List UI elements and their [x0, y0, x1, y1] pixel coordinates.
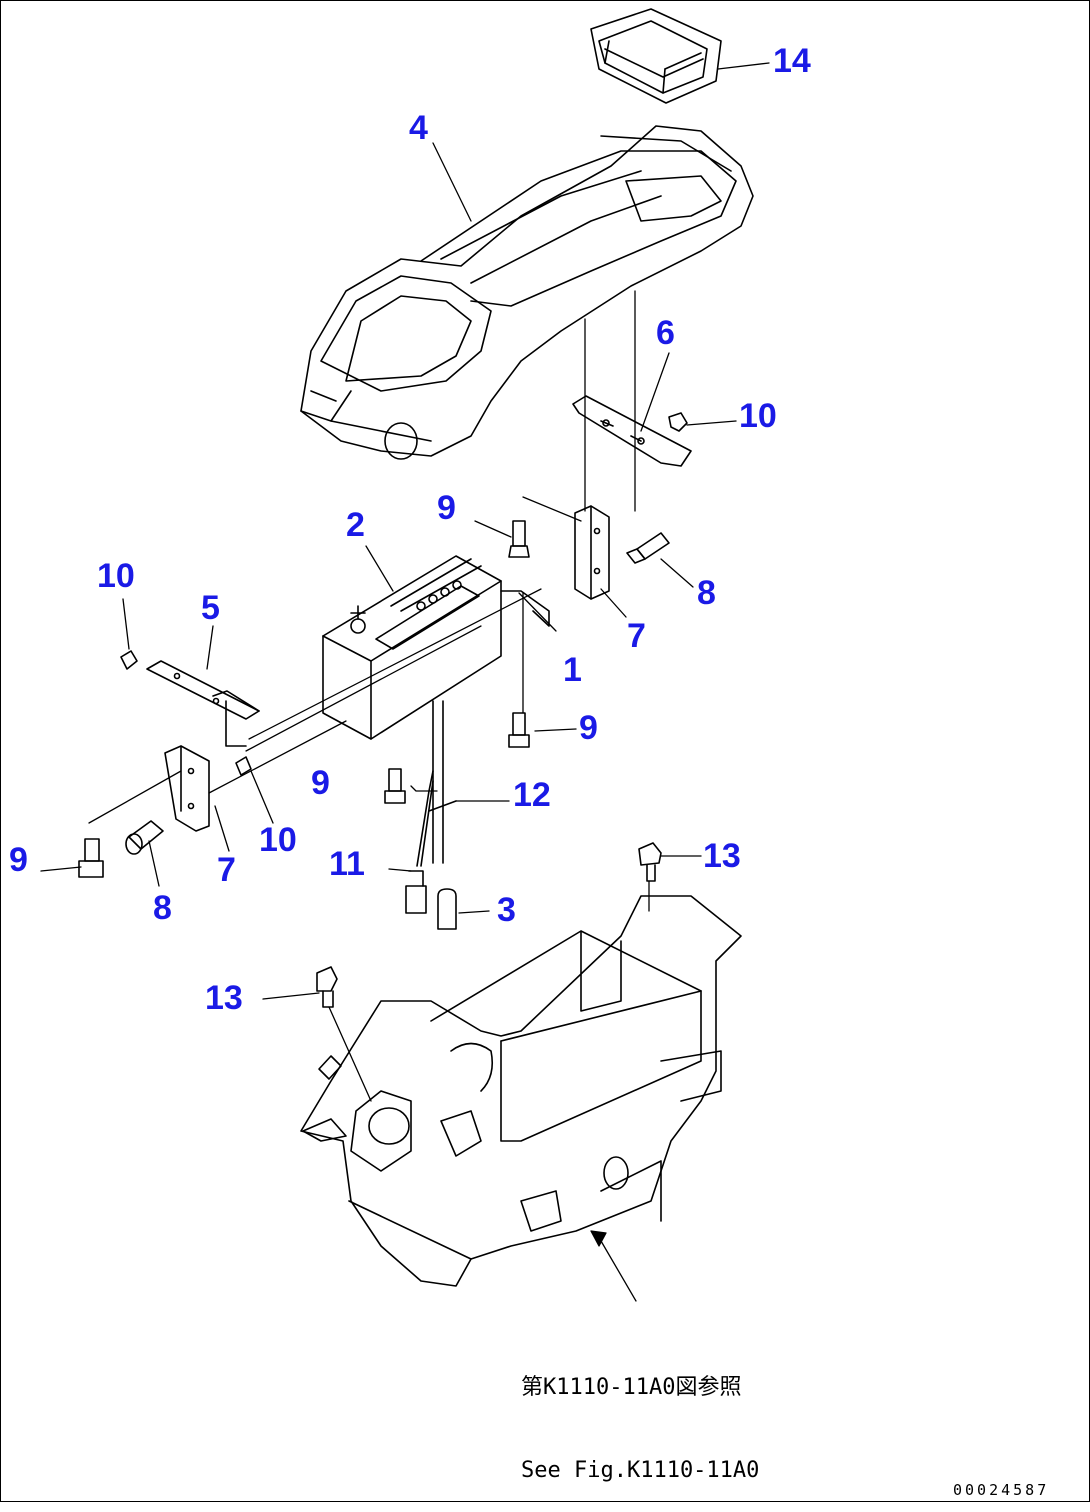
callout-7-lower: 7	[217, 851, 236, 889]
callout-7-upper: 7	[627, 617, 646, 655]
part-2-switch-box	[322, 555, 550, 740]
part-9-bolt-center	[384, 768, 406, 804]
callout-1: 1	[563, 651, 582, 689]
callout-13-right: 13	[703, 837, 741, 875]
callout-5: 5	[201, 589, 220, 627]
part-4-console-cover	[300, 125, 754, 460]
part-14-cup-holder	[590, 8, 722, 104]
reference-note-jp: 第K1110-11A0図参照	[521, 1375, 742, 1400]
part-10-clip-upper-left	[120, 650, 138, 670]
callout-3: 3	[497, 891, 516, 929]
part-8-bolt-lower	[125, 820, 164, 855]
callout-11: 11	[329, 845, 365, 883]
part-10-clip-lower-left	[235, 756, 252, 776]
callout-9-upper: 9	[437, 489, 456, 527]
part-6-bracket	[572, 395, 692, 467]
part-7-bracket-upper	[574, 505, 610, 600]
part-9-bolt-upper	[508, 520, 530, 558]
callout-10-lower-left: 10	[259, 821, 297, 859]
reference-note-en: See Fig.K1110-11A0	[521, 1457, 760, 1483]
document-id: 00024587	[953, 1481, 1050, 1499]
callout-8-upper: 8	[697, 574, 716, 612]
part-9-bolt-middle	[508, 712, 530, 748]
callout-12: 12	[513, 776, 551, 814]
callout-13-left: 13	[205, 979, 243, 1017]
callout-14: 14	[773, 42, 811, 80]
part-13-bolt-left	[316, 966, 338, 1008]
callout-9-left: 9	[9, 841, 28, 879]
callout-6: 6	[656, 314, 675, 352]
part-9-bolt-left	[78, 838, 104, 878]
callout-9-center: 9	[311, 764, 330, 802]
callout-4: 4	[409, 109, 428, 147]
reference-note: 第K1110-11A0図参照 See Fig.K1110-11A0	[521, 1319, 759, 1512]
callout-9-middle: 9	[579, 709, 598, 747]
part-10-clip-upper	[668, 412, 688, 432]
part-7-bracket-lower	[164, 745, 210, 832]
part-8-bolt-upper	[626, 532, 670, 564]
callout-2: 2	[346, 506, 365, 544]
base-frame	[300, 895, 742, 1287]
part-harness-11-12-3	[405, 700, 457, 930]
callout-10-upper-left: 10	[97, 557, 135, 595]
callout-10-upper-right: 10	[739, 397, 777, 435]
part-13-bolt-right	[638, 842, 662, 882]
callout-8-lower: 8	[153, 889, 172, 927]
part-5-bracket	[146, 660, 260, 747]
leader-lines	[40, 62, 770, 1302]
